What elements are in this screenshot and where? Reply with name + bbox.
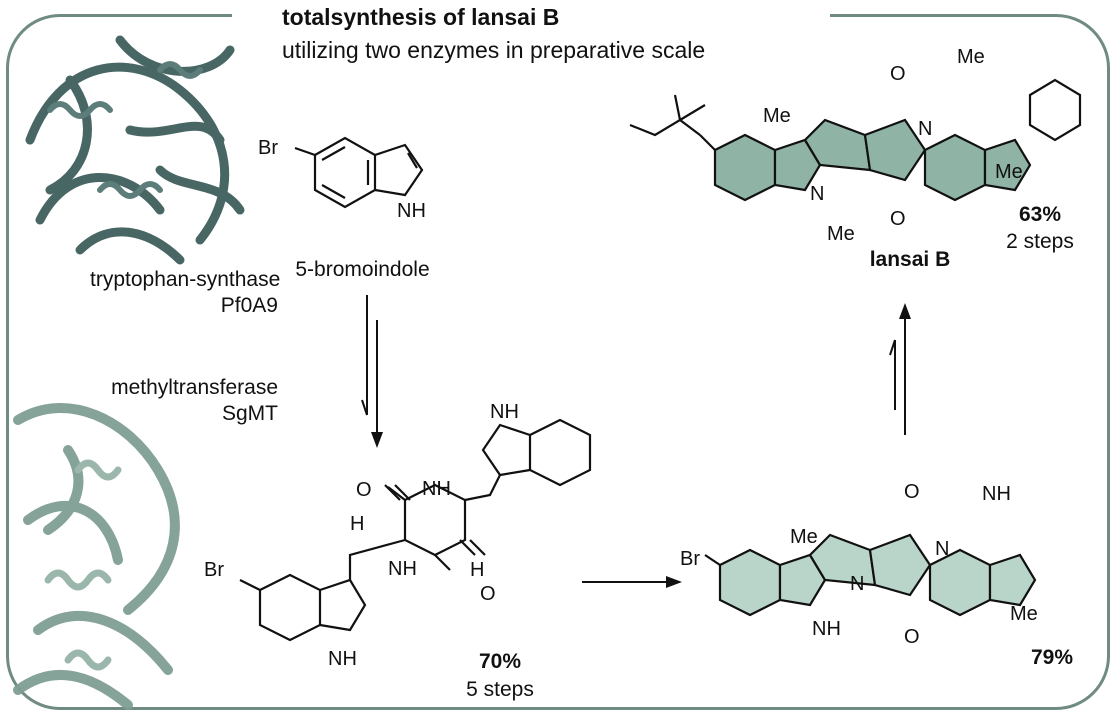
dimer-me-left-label: Me — [790, 526, 818, 548]
lansai-me-left-label: Me — [763, 105, 791, 127]
dkp-o-bottom-label: O — [480, 583, 496, 605]
dkp-h-left-label: H — [350, 513, 364, 535]
dimer-o-top-label: O — [904, 481, 920, 503]
lansai-o-bottom-label: O — [890, 208, 906, 230]
bromoindole-br-label: Br — [258, 137, 278, 159]
bromoindole-nh-label: NH — [397, 200, 426, 222]
figure-subtitle: utilizing two enzymes in preparative sca… — [282, 37, 706, 63]
dkp-br-label: Br — [204, 559, 224, 581]
start-material-name: 5-bromoindole — [295, 258, 430, 281]
dimer-n-left-label: N — [850, 573, 864, 595]
product-name: lansai B — [869, 248, 951, 271]
dkp-lower-indole-nh-label: NH — [328, 648, 357, 670]
dimer-n-right-label: N — [935, 538, 949, 560]
lansai-me-nbottom-label: Me — [827, 223, 855, 245]
dimer-yield: 79% — [1030, 646, 1074, 669]
title-mask — [232, 4, 830, 30]
dimer-me-right-label: Me — [1010, 603, 1038, 625]
enzyme-id-sgmt: SgMT — [221, 402, 278, 425]
lansai-n-left-label: N — [810, 183, 824, 205]
dkp-yield: 70% — [478, 650, 522, 673]
tryptophan-synthase-protein-image — [25, 35, 245, 265]
dkp-nh-top-label: NH — [422, 478, 451, 500]
dimer-nh-left-label: NH — [812, 618, 841, 640]
dimer-br-label: Br — [680, 548, 700, 570]
lansai-me-right-label: Me — [995, 161, 1023, 183]
bromoindole-structure: Br NH — [258, 136, 426, 222]
dkp-h-right-label: H — [470, 559, 484, 581]
dkp-steps: 5 steps — [466, 678, 534, 701]
figure-title: totalsynthesis of lansai B — [282, 4, 560, 30]
dimer-nh-right-label: NH — [982, 483, 1011, 505]
reaction-arrow-to-diketopiperazine — [361, 295, 383, 448]
enzyme-id-pf0a9: Pf0A9 — [220, 294, 278, 317]
lansai-me-ntop-label: Me — [957, 46, 985, 68]
enzyme-name-methyltransferase: methyltransferase — [111, 376, 278, 399]
reaction-arrow-to-lansai-b — [889, 303, 911, 435]
methyltransferase-protein-image — [13, 403, 180, 710]
product-yield: 63% — [1018, 203, 1062, 226]
dkp-nh-bottom-label: NH — [388, 558, 417, 580]
lansai-b-structure: Me Me Me Me O O N N — [629, 46, 1082, 245]
dimer-intermediate-structure: Br Me Me O O NH NH N N — [680, 481, 1038, 648]
product-steps: 2 steps — [1006, 230, 1074, 253]
dimer-o-bottom-label: O — [904, 626, 920, 648]
dkp-o-top-label: O — [356, 479, 372, 501]
lansai-o-top-label: O — [890, 63, 906, 85]
diketopiperazine-structure: O NH H H NH O Br NH NH — [204, 401, 592, 670]
enzyme-name-tryptophan-synthase: tryptophan-synthase — [90, 268, 281, 291]
lansai-n-right-label: N — [918, 118, 932, 140]
dkp-upper-indole-nh-label: NH — [490, 401, 519, 423]
reaction-arrow-to-dimer — [582, 576, 682, 588]
